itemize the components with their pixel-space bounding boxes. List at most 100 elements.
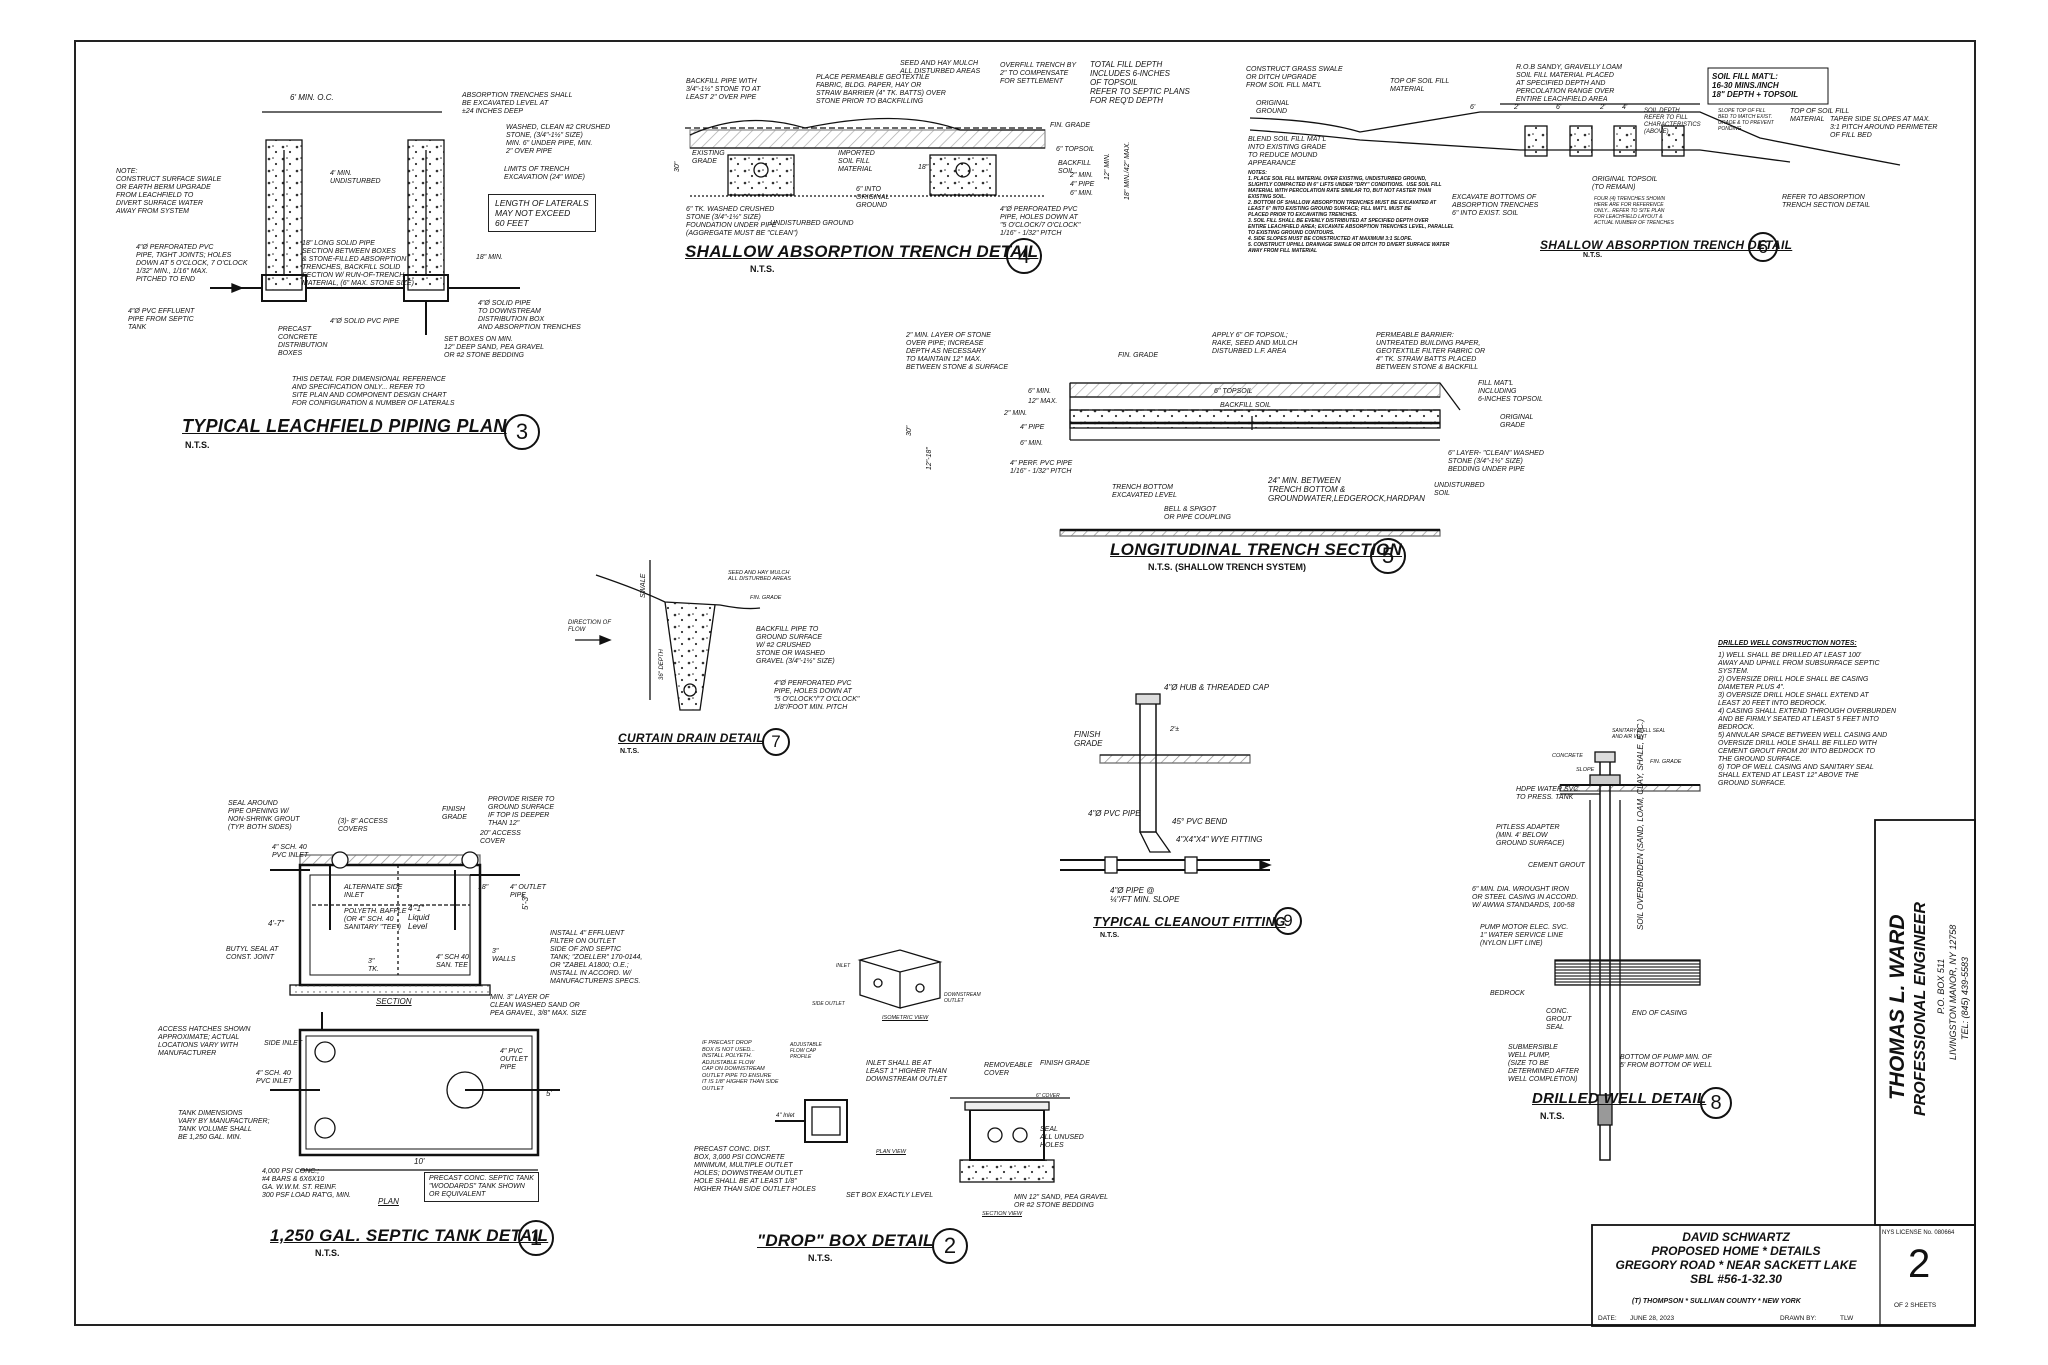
trench6-rob: R.O.B SANDY, GRAVELLY LOAM SOIL FILL MAT… bbox=[1516, 64, 1622, 103]
detail-3-number: 3 bbox=[504, 414, 540, 450]
curtain-depth: 36" DEPTH bbox=[659, 649, 665, 680]
trench6-refer: REFER TO ABSORPTION TRENCH SECTION DETAI… bbox=[1782, 194, 1871, 209]
dropbox-removable: REMOVEABLE COVER bbox=[984, 1062, 1033, 1077]
engineer-city: LIVINGSTON MANOR, NY 12758 bbox=[1948, 924, 1958, 1060]
well-sanseal: SANITARY WELL SEAL AND AIR VENT bbox=[1612, 728, 1666, 740]
dropbox-flowcap: ADJUSTABLE FLOW CAP PROFILE bbox=[790, 1042, 822, 1060]
trench5-fillmat: FILL MAT'L INCLUDING 6-INCHES TOPSOIL bbox=[1478, 380, 1543, 403]
septic-filter: INSTALL 4" EFFLUENT FILTER ON OUTLET SID… bbox=[550, 930, 643, 985]
trench6-original: ORIGINAL GROUND bbox=[1256, 100, 1290, 115]
well-overburden: SOIL OVERBURDEN (SAND, LOAM, CLAY, SHALE… bbox=[1636, 718, 1645, 930]
dropbox-finish: FINISH GRADE bbox=[1040, 1060, 1090, 1067]
leachfield-precast: PRECAST CONCRETE DISTRIBUTION BOXES bbox=[278, 326, 328, 357]
curtain-fin: FIN. GRADE bbox=[750, 595, 782, 601]
engineer-name: THOMAS L. WARD bbox=[1886, 914, 1909, 1100]
well-casing: 6" MIN. DIA. WROUGHT IRON OR STEEL CASIN… bbox=[1472, 886, 1579, 909]
trench4-overfill: OVERFILL TRENCH BY 2" TO COMPENSATE FOR … bbox=[1000, 62, 1077, 85]
detail-2-title: "DROP" BOX DETAIL bbox=[757, 1231, 934, 1250]
dropbox-precast: PRECAST CONC. DIST. BOX, 3,000 PSI CONCR… bbox=[694, 1146, 816, 1193]
dropbox-inlet: INLET bbox=[836, 963, 851, 969]
trench4-dim-5: 30" bbox=[674, 161, 681, 172]
title-road: GREGORY ROAD * NEAR SACKETT LAKE bbox=[1615, 1258, 1857, 1272]
detail-4-title: SHALLOW ABSORPTION TRENCH DETAIL bbox=[685, 242, 1039, 261]
leachfield-effluent: 4"ø PVC EFFLUENT PIPE FROM SEPTIC TANK bbox=[128, 308, 195, 331]
detail-8-number: 8 bbox=[1700, 1087, 1732, 1119]
septic-d47: 4'-7" bbox=[268, 919, 284, 928]
cleanout-wye: 4"x4"x4" WYE FITTING bbox=[1176, 835, 1263, 844]
septic-section-drawing bbox=[270, 851, 520, 996]
trench6-soilfill: SOIL FILL MAT'L: 16-30 MINS./INCH 18" DE… bbox=[1712, 72, 1799, 99]
well-bedrock: BEDROCK bbox=[1490, 990, 1525, 997]
detail-1-number: 1 bbox=[518, 1220, 554, 1256]
title-date: JUNE 28, 2023 bbox=[1630, 1315, 1675, 1322]
detail-2-scale: N.T.S. bbox=[808, 1253, 833, 1263]
trench4-fin: FIN. GRADE bbox=[1050, 122, 1091, 129]
trench6-taper: TAPER SIDE SLOPES AT MAX. 3:1 PITCH AROU… bbox=[1830, 116, 1938, 139]
title-sbl: SBL #56-1-32.30 bbox=[1690, 1272, 1782, 1286]
dropbox-planview: PLAN VIEW bbox=[876, 1149, 906, 1155]
detail-6-number: 6 bbox=[1748, 232, 1778, 262]
septic-min3: MIN. 3" LAYER OF CLEAN WASHED SAND OR PE… bbox=[490, 994, 587, 1017]
cleanout-hub: 4"ø HUB & THREADED CAP bbox=[1164, 683, 1270, 692]
septic-sideinlet: SIDE INLET bbox=[264, 1040, 303, 1047]
dropbox-min12: MIN 12" SAND, PEA GRAVEL OR #2 STONE BED… bbox=[1014, 1194, 1109, 1209]
septic-plan-drawing bbox=[270, 1012, 560, 1171]
title-town: (T) THOMPSON * SULLIVAN COUNTY * NEW YOR… bbox=[1632, 1298, 1801, 1305]
cleanout-pipe: 4"ø PIPE @ ¼"/FT MIN. SLOPE bbox=[1110, 886, 1180, 904]
trench5-dim-0: 6" MIN. bbox=[1028, 388, 1052, 395]
detail-5-scale: N.T.S. (SHALLOW TRENCH SYSTEM) bbox=[1148, 562, 1306, 572]
septic-plan-label: PLAN bbox=[378, 1197, 399, 1206]
trench5-undisturbed: UNDISTURBED SOIL bbox=[1434, 482, 1485, 497]
septic-butyl: BUTYL SEAL AT CONST. JOINT bbox=[226, 946, 279, 961]
trench4-existing: EXISTING GRADE bbox=[692, 150, 725, 165]
septic-saltee: 4" SCH 40 SAN. TEE bbox=[436, 954, 469, 969]
trench6-dim-1: 2' bbox=[1514, 104, 1520, 111]
detail-9-scale: N.T.S. bbox=[1100, 932, 1120, 939]
dropbox-sideout: SIDE OUTLET bbox=[812, 1001, 845, 1007]
trench4-imported: IMPORTED SOIL FILL MATERIAL bbox=[838, 150, 875, 173]
septic-section-label: SECTION bbox=[376, 997, 412, 1006]
title-date-label: DATE: bbox=[1598, 1315, 1617, 1322]
septic-conc: 4,000 PSI CONC.; #4 BARS & 6x6x10 Ga. W.… bbox=[262, 1168, 351, 1199]
well-hdpe: HDPE WATER SVC. TO PRESS. TANK bbox=[1516, 786, 1581, 801]
trench6-slope: SLOPE TOP OF FILL BED TO MATCH EXIST. GR… bbox=[1718, 108, 1774, 132]
septic-tk: 3" TK. bbox=[368, 958, 379, 973]
detail-1-scale: N.T.S. bbox=[315, 1248, 340, 1258]
trench5-fin: FIN. GRADE bbox=[1118, 352, 1159, 359]
trench4-dim-0: 2" MIN. bbox=[1070, 172, 1094, 179]
detail-7-number: 7 bbox=[762, 728, 790, 756]
leachfield-min18: 18" MIN. bbox=[476, 254, 503, 261]
trench5-orig: ORIGINAL GRADE bbox=[1500, 414, 1534, 429]
septic-d18: 18" bbox=[478, 884, 489, 891]
trench5-dim-6: 12"-18" bbox=[926, 447, 933, 470]
trench6-dim-3: 2' bbox=[1600, 104, 1606, 111]
trench4-seed: SEED AND HAY MULCH ALL DISTURBED AREAS bbox=[900, 60, 981, 75]
trench5-topsoil: 6" TOPSOIL bbox=[1214, 388, 1253, 395]
cleanout-finish: FINISH GRADE bbox=[1074, 730, 1103, 748]
dropbox-drawing bbox=[775, 949, 1070, 1183]
septic-d53: 5'-3" bbox=[521, 894, 530, 910]
septic-plaininlet: 4" SCH. 40 PVC INLET bbox=[256, 1070, 293, 1085]
title-drawn-label: DRAWN BY: bbox=[1780, 1315, 1817, 1322]
title-sheet-number: 2 bbox=[1908, 1242, 1931, 1286]
trench4-backfillsoil: BACKFILL SOIL bbox=[1058, 160, 1092, 175]
dropbox-secview: SECTION VIEW bbox=[982, 1211, 1023, 1217]
trench5-backfill: BACKFILL SOIL bbox=[1220, 402, 1271, 409]
septic-seal: SEAL AROUND PIPE OPENING W/ NON-SHRINK G… bbox=[228, 800, 300, 831]
dropbox-cover6: 6" COVER bbox=[1036, 1093, 1060, 1099]
leachfield-spacing: 6' MIN. O.C. bbox=[290, 93, 334, 102]
well-bottom: BOTTOM OF PUMP MIN. OF 5' FROM BOTTOM OF… bbox=[1620, 1054, 1713, 1069]
septic-pvcout: 4" PVC OUTLET PIPE bbox=[500, 1048, 528, 1071]
engineer-box-address: P.O. BOX 511 bbox=[1936, 958, 1946, 1014]
detail-8-scale: N.T.S. bbox=[1540, 1111, 1565, 1121]
title-project: PROPOSED HOME * DETAILS bbox=[1651, 1244, 1821, 1258]
detail-6-title: SHALLOW ABSORPTION TRENCH DETAIL bbox=[1540, 238, 1793, 252]
leachfield-perf: 4"ø PERFORATED PVC PIPE, TIGHT JOINTS; H… bbox=[136, 244, 248, 283]
trench4-into: 6" INTO ORIGINAL GROUND bbox=[856, 186, 890, 209]
well-sub: SUBMERSIBLE WELL PUMP, (SIZE TO BE DETER… bbox=[1508, 1044, 1579, 1083]
trench4-total: TOTAL FILL DEPTH INCLUDES 6-inches OF TO… bbox=[1090, 60, 1190, 105]
trench5-perf: 4" PERF. PVC PIPE 1/16" - 1/32" PITCH bbox=[1010, 460, 1073, 475]
leachfield-limits: LIMITS OF TRENCH EXCAVATION (24" WIDE) bbox=[504, 166, 585, 181]
leachfield-solidpipe: 4"ø SOLID PVC PIPE bbox=[330, 318, 400, 325]
trench6-soildepth: SOIL DEPTH REFER TO FILL CHARACTERISTICS… bbox=[1644, 108, 1701, 135]
